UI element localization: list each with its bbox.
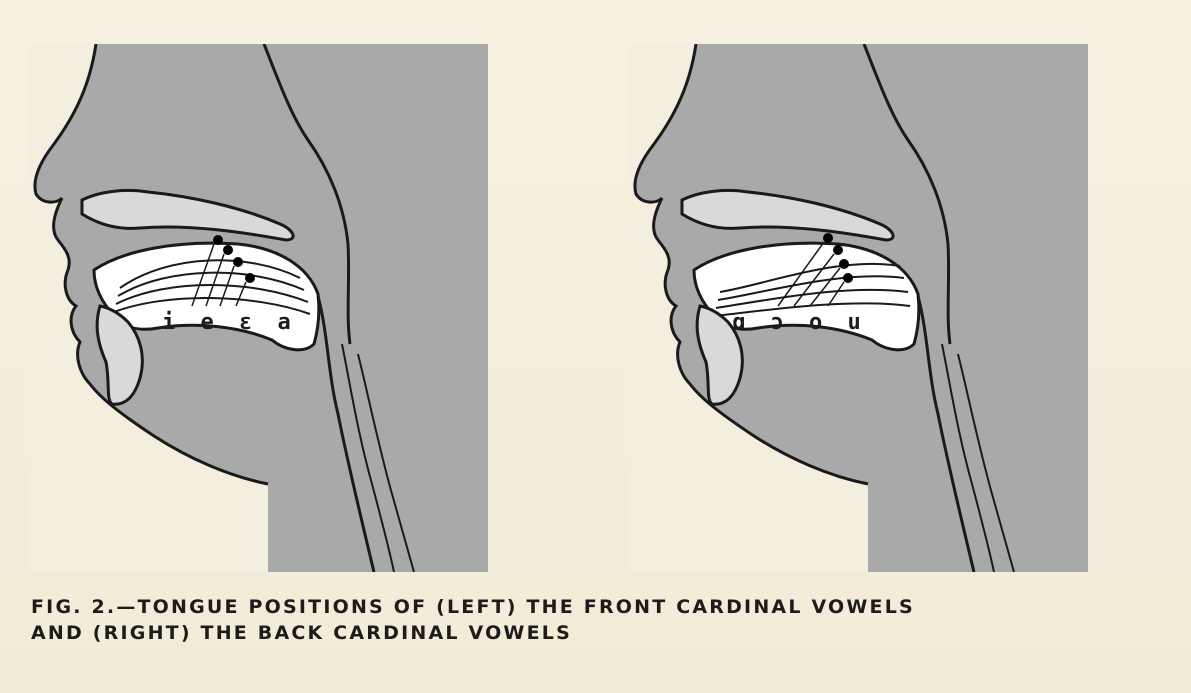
left-vocal-tract-svg <box>28 44 488 572</box>
marker-alpha <box>843 273 853 283</box>
right-vocal-tract-svg <box>628 44 1088 572</box>
right-vocal-tract-diagram: ɑ ɔ o u <box>628 44 1088 572</box>
front-vowel-labels: i e ɛ a <box>162 310 297 335</box>
caption-line-2: AND (RIGHT) THE BACK CARDINAL VOWELS <box>31 620 1151 646</box>
marker-a <box>245 273 255 283</box>
marker-open-o <box>839 259 849 269</box>
marker-o <box>833 245 843 255</box>
marker-e <box>223 245 233 255</box>
marker-epsilon <box>233 257 243 267</box>
left-vocal-tract-diagram: i e ɛ a <box>28 44 488 572</box>
figure-caption: FIG. 2.—TONGUE POSITIONS OF (LEFT) THE F… <box>31 594 1151 646</box>
marker-i <box>213 235 223 245</box>
caption-line-1: FIG. 2.—TONGUE POSITIONS OF (LEFT) THE F… <box>31 594 1151 620</box>
back-vowel-labels: ɑ ɔ o u <box>732 310 867 335</box>
marker-u <box>823 233 833 243</box>
